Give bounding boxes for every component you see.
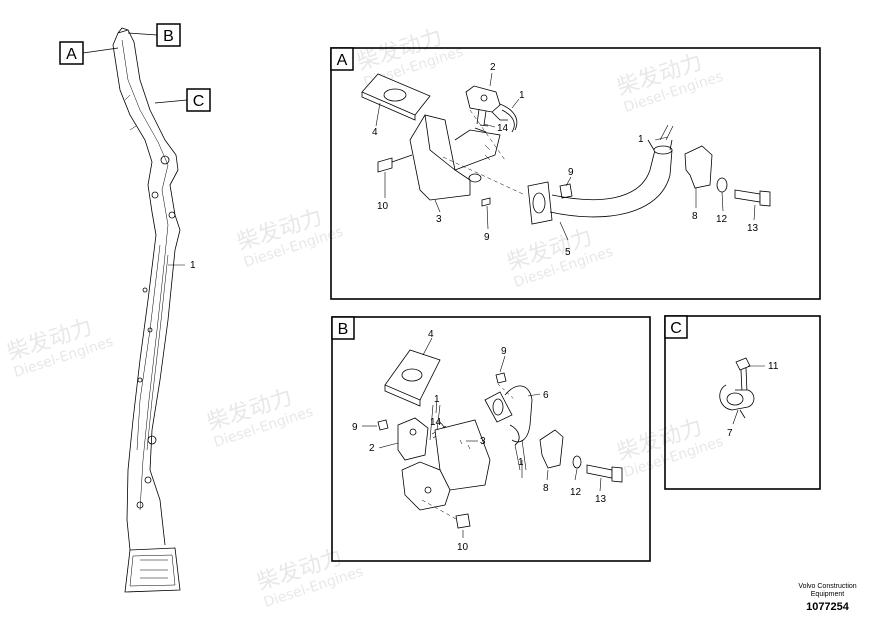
panel-b-label-9-left: 9 bbox=[352, 422, 358, 433]
panel-b-label-12: 12 bbox=[570, 487, 582, 498]
panel-a-title: A bbox=[337, 52, 348, 69]
boom-callout-c[interactable]: C bbox=[154, 88, 211, 112]
footer-division: Equipment bbox=[810, 591, 845, 598]
panel-a-label-12: 12 bbox=[716, 214, 728, 225]
panel-b-title: B bbox=[338, 321, 349, 338]
arm-upper-right-edge bbox=[117, 29, 181, 251]
boom-part-1: 1 bbox=[168, 260, 196, 271]
detail-panel-c: C 11 7 bbox=[664, 315, 821, 490]
footer-company: Volvo Construction bbox=[798, 583, 857, 590]
footer-doc-number: 1077254 bbox=[806, 601, 849, 613]
boom-right-edge bbox=[149, 249, 176, 546]
detail-panel-b: B bbox=[331, 316, 651, 562]
panel-b-label-2: 2 bbox=[369, 443, 375, 454]
boom-overview bbox=[112, 27, 181, 593]
document-footer: Volvo Construction Equipment 1077254 bbox=[770, 583, 885, 614]
panel-b-label-6: 6 bbox=[543, 390, 549, 401]
panel-b-label-1-lower: 1 bbox=[518, 457, 524, 468]
panel-b-label-13: 13 bbox=[595, 494, 607, 505]
panel-b-label-3: 3 bbox=[480, 436, 486, 447]
boom-callout-a[interactable]: A bbox=[59, 41, 119, 65]
boom-callout-b[interactable]: B bbox=[127, 23, 181, 47]
panel-b-label-10: 10 bbox=[457, 542, 469, 553]
panel-a-label-2: 2 bbox=[490, 62, 496, 73]
watermark-layer: 柴发动力 Diesel-Engines 柴发动力 Diesel-Engines … bbox=[4, 25, 725, 611]
panel-a-label-10: 10 bbox=[377, 201, 389, 212]
panel-b-label-8: 8 bbox=[543, 483, 549, 494]
panel-a-label-9-left: 9 bbox=[484, 232, 490, 243]
panel-a-label-1: 1 bbox=[638, 134, 644, 145]
panel-a-label-14: 14 bbox=[497, 123, 509, 134]
callout-b-label: B bbox=[163, 28, 174, 45]
panel-b-label-4: 4 bbox=[428, 329, 434, 340]
panel-c-label-7: 7 bbox=[727, 428, 733, 439]
panel-a-label-3: 3 bbox=[436, 214, 442, 225]
panel-a-label-4: 4 bbox=[372, 127, 378, 138]
panel-a-label-9-right: 9 bbox=[568, 167, 574, 178]
panel-a-label-1-top: 1 bbox=[519, 90, 525, 101]
callout-c-label: C bbox=[193, 93, 205, 110]
boom-part-1-label: 1 bbox=[190, 260, 196, 271]
boom-left-edge bbox=[126, 234, 157, 551]
callout-a-label: A bbox=[66, 46, 77, 63]
panel-b-label-9-top: 9 bbox=[501, 346, 507, 357]
panel-c-label-11: 11 bbox=[768, 361, 779, 372]
arm-upper-left-edge bbox=[112, 32, 157, 236]
panel-a-label-8: 8 bbox=[692, 211, 698, 222]
cab-outline bbox=[124, 547, 181, 593]
panel-b-label-14: 14 bbox=[430, 417, 442, 428]
panel-a-label-13: 13 bbox=[747, 223, 759, 234]
panel-c-title: C bbox=[670, 320, 682, 337]
panel-b-label-1: 1 bbox=[434, 394, 440, 405]
detail-panel-a: A bbox=[330, 47, 821, 300]
panel-a-label-5: 5 bbox=[565, 247, 571, 258]
